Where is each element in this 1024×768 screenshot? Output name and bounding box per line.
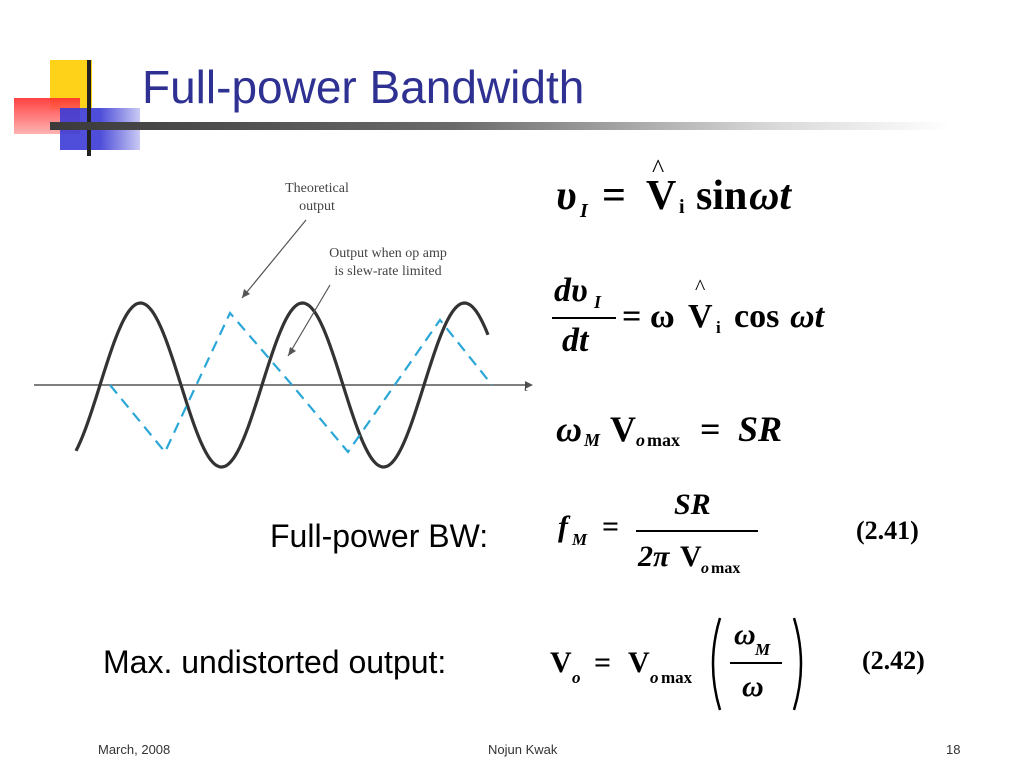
title-underline	[50, 122, 950, 130]
annotation-slew-line1: Output when op amp	[329, 246, 447, 261]
annotation-slew-line2: is slew-rate limited	[334, 264, 441, 279]
footer-page-number: 18	[946, 742, 961, 757]
equation-input-signal: υ I = ^ V i sin ωt	[556, 154, 792, 222]
equation-slew-rate: ω M V o max = SR	[556, 409, 783, 450]
axis-arrow	[525, 381, 533, 389]
equation-max-undistorted-output: V o = V o max ω M ω	[550, 612, 810, 722]
equation-number-2-42: (2.42)	[862, 646, 925, 675]
footer-author: Nojun Kwak	[488, 742, 558, 757]
slew-limited-output-curve	[109, 310, 493, 455]
axis-label-t: t	[524, 380, 529, 395]
equation-derivative: dυ I dt = ω ^ V i cos ωt	[552, 272, 825, 359]
corner-decoration	[14, 60, 140, 156]
label-max-undistorted-output: Max. undistorted output:	[103, 644, 447, 680]
annotation-theoretical-line2: output	[299, 199, 335, 214]
footer-date: March, 2008	[98, 742, 171, 757]
pointer-slew	[287, 284, 331, 357]
theoretical-output-curve	[74, 301, 490, 469]
equation-number-2-41: (2.41)	[856, 516, 919, 545]
slide-title: Full-power Bandwidth	[142, 61, 585, 113]
slew-rate-figure: t Theoretical output Output when op amp …	[34, 181, 533, 469]
equation-full-power-bw: f M = SR 2π V o max	[556, 488, 766, 588]
pointer-theoretical	[241, 219, 307, 299]
annotation-theoretical-line1: Theoretical	[285, 181, 349, 196]
label-full-power-bw: Full-power BW:	[270, 518, 489, 554]
parentheses	[711, 617, 803, 711]
